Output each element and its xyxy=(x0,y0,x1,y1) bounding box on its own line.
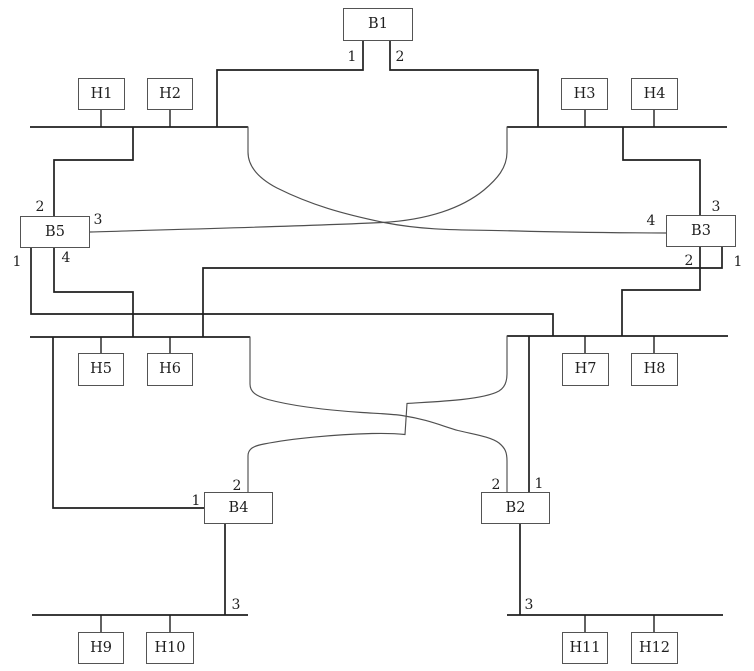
curve-middle-left-lan-to-b2-port2 xyxy=(249,336,508,493)
host-h4: H4 xyxy=(631,78,678,110)
port-label-b3-1: 1 xyxy=(733,254,743,270)
host-h3: H3 xyxy=(561,78,608,110)
bridge-b5: B5 xyxy=(20,216,90,248)
port-label-b5-4: 4 xyxy=(61,250,71,266)
wire-b1-port2 xyxy=(389,41,539,127)
bridge-b3: B3 xyxy=(666,215,736,247)
port-label-b4-1: 1 xyxy=(191,493,201,509)
host-h2: H2 xyxy=(147,78,193,110)
port-label-b5-2: 2 xyxy=(35,199,45,215)
bridge-b2: B2 xyxy=(481,492,550,524)
wire-b5-port2 xyxy=(53,127,134,216)
port-label-b1-1: 1 xyxy=(347,49,357,65)
port-label-b5-3: 3 xyxy=(93,212,103,228)
wire-b1-port1 xyxy=(216,41,364,127)
wire-b3-port3 xyxy=(622,127,701,215)
port-label-b4-3: 3 xyxy=(231,597,241,613)
host-h10: H10 xyxy=(146,632,194,664)
port-label-b3-4: 4 xyxy=(646,213,656,229)
port-label-b5-1: 1 xyxy=(12,254,22,270)
curve-b4-port2-to-middle-right-lan xyxy=(247,335,508,493)
host-h12: H12 xyxy=(631,632,678,664)
port-label-b2-1: 1 xyxy=(534,476,544,492)
port-label-b2-3: 3 xyxy=(524,597,534,613)
wire-b4-port1 xyxy=(52,337,204,509)
port-label-b3-2: 2 xyxy=(684,253,694,269)
port-label-b4-2: 2 xyxy=(232,478,242,494)
host-h6: H6 xyxy=(147,353,193,386)
bridge-b4: B4 xyxy=(204,492,273,524)
host-h11: H11 xyxy=(562,632,608,664)
host-h7: H7 xyxy=(562,353,609,386)
bridge-b1: B1 xyxy=(343,8,413,41)
curve-top-left-lan-to-b3-port4 xyxy=(247,126,667,234)
host-h9: H9 xyxy=(78,632,124,664)
wire-b3-port1 xyxy=(202,247,723,337)
wire-b5-port1 xyxy=(30,248,554,336)
port-label-b2-2: 2 xyxy=(491,477,501,493)
port-label-b1-2: 2 xyxy=(395,49,405,65)
host-h5: H5 xyxy=(78,353,124,386)
curve-b5-port3-to-top-right-lan xyxy=(89,126,508,233)
host-h8: H8 xyxy=(631,353,678,386)
port-label-b3-3: 3 xyxy=(711,199,721,215)
host-h1: H1 xyxy=(78,78,125,110)
